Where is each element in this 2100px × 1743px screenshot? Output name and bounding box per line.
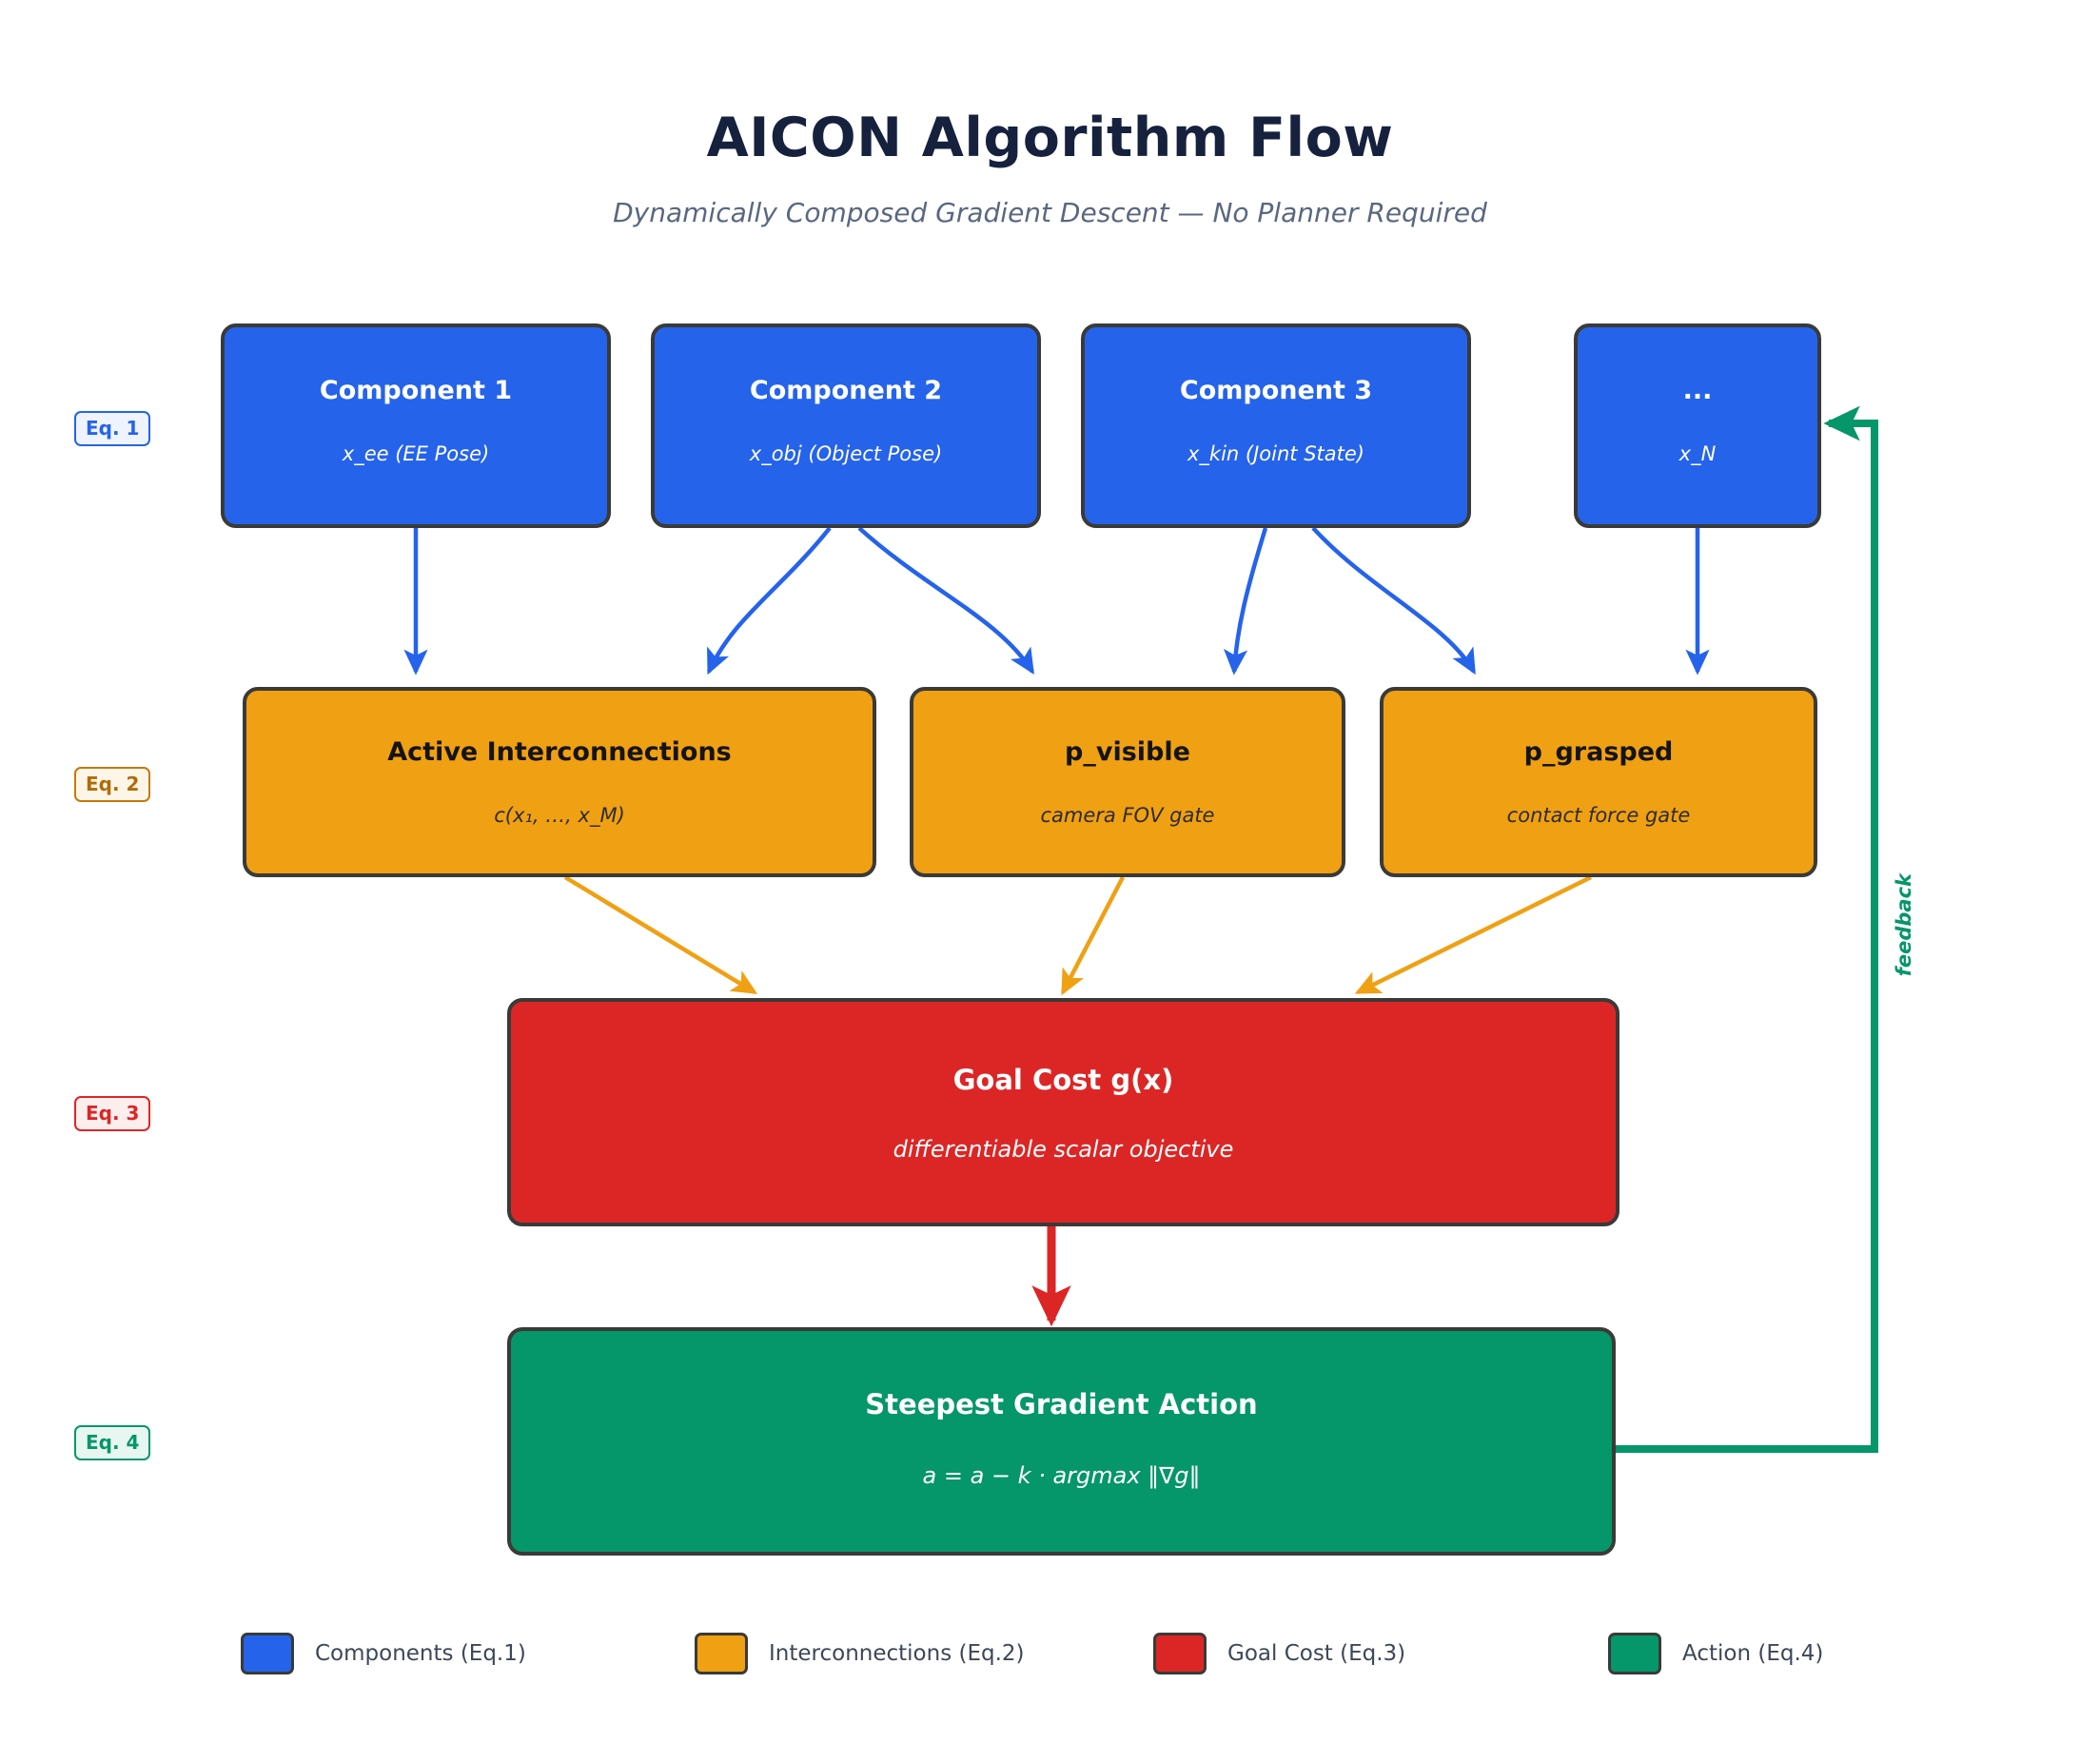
node-p-grasped-title: p_grasped <box>1523 737 1674 767</box>
legend-item-goal-cost: Goal Cost (Eq.3) <box>1153 1633 1405 1674</box>
edge-p-grasped-to-goal <box>1354 874 1592 995</box>
legend-label-action: Action (Eq.4) <box>1682 1641 1824 1666</box>
node-p-visible-title: p_visible <box>1065 737 1190 767</box>
edge-c3-to-p-visible <box>1223 527 1268 676</box>
node-component-n-subtitle: x_N <box>1678 441 1717 465</box>
edge-interconnections-to-goal <box>563 875 758 994</box>
page-subtitle: Dynamically Composed Gradient Descent — … <box>613 197 1487 228</box>
node-component-3[interactable]: Component 3 x_kin (Joint State) <box>1081 323 1471 528</box>
node-active-interconnections[interactable]: Active Interconnections c(x₁, …, x_M) <box>243 687 876 877</box>
node-active-interconnections-subtitle: c(x₁, …, x_M) <box>494 803 625 827</box>
legend-swatch-interconnections <box>695 1633 748 1674</box>
node-component-3-title: Component 3 <box>1179 376 1373 405</box>
node-component-1[interactable]: Component 1 x_ee (EE Pose) <box>221 323 611 528</box>
legend-item-action: Action (Eq.4) <box>1608 1633 1823 1674</box>
node-p-visible-subtitle: camera FOV gate <box>1040 803 1215 827</box>
edge-feedback-action-to-components <box>1616 405 1878 1453</box>
legend-swatch-goal-cost <box>1153 1633 1207 1674</box>
legend-item-components: Components (Eq.1) <box>241 1633 526 1674</box>
eq-badge-1: Eq. 1 <box>74 411 151 446</box>
node-component-2-title: Component 2 <box>749 376 943 405</box>
eq-badge-2: Eq. 2 <box>74 767 151 802</box>
edge-c2-to-interconnections <box>706 526 832 676</box>
node-component-2[interactable]: Component 2 x_obj (Object Pose) <box>651 323 1041 528</box>
node-goal-cost-subtitle: differentiable scalar objective <box>893 1135 1234 1163</box>
node-steepest-gradient-action-title: Steepest Gradient Action <box>865 1388 1258 1420</box>
node-steepest-gradient-action-formula: a = a − k · argmax ‖∇g‖ <box>922 1461 1201 1489</box>
edge-c2-to-p-visible <box>857 526 1034 676</box>
feedback-edge-label: feedback <box>1893 873 1915 977</box>
node-component-n[interactable]: ... x_N <box>1574 323 1821 528</box>
legend-swatch-action <box>1608 1633 1661 1674</box>
eq-badge-4: Eq. 4 <box>74 1425 151 1460</box>
legend-label-components: Components (Eq.1) <box>315 1641 526 1666</box>
node-goal-cost[interactable]: Goal Cost g(x) differentiable scalar obj… <box>507 998 1619 1226</box>
edge-p-visible-to-goal <box>1061 875 1125 996</box>
eq-badge-3: Eq. 3 <box>74 1096 151 1131</box>
legend-label-interconnections: Interconnections (Eq.2) <box>769 1641 1025 1666</box>
legend: Components (Eq.1) Interconnections (Eq.2… <box>0 1633 2100 1699</box>
node-p-visible[interactable]: p_visible camera FOV gate <box>910 687 1345 877</box>
node-active-interconnections-title: Active Interconnections <box>387 737 732 767</box>
node-p-grasped[interactable]: p_grasped contact force gate <box>1380 687 1817 877</box>
edge-c3-to-p-grasped <box>1311 526 1476 676</box>
node-component-1-subtitle: x_ee (EE Pose) <box>342 441 490 465</box>
legend-label-goal-cost: Goal Cost (Eq.3) <box>1227 1641 1406 1666</box>
node-p-grasped-subtitle: contact force gate <box>1506 803 1691 827</box>
page-title: AICON Algorithm Flow <box>706 107 1394 169</box>
node-goal-cost-title: Goal Cost g(x) <box>952 1064 1174 1096</box>
node-component-1-title: Component 1 <box>319 376 513 405</box>
node-component-3-subtitle: x_kin (Joint State) <box>1187 441 1364 465</box>
node-steepest-gradient-action[interactable]: Steepest Gradient Action a = a − k · arg… <box>507 1327 1616 1556</box>
node-component-n-title: ... <box>1682 376 1713 405</box>
node-component-2-subtitle: x_obj (Object Pose) <box>749 441 943 465</box>
legend-item-interconnections: Interconnections (Eq.2) <box>695 1633 1025 1674</box>
legend-swatch-components <box>241 1633 294 1674</box>
